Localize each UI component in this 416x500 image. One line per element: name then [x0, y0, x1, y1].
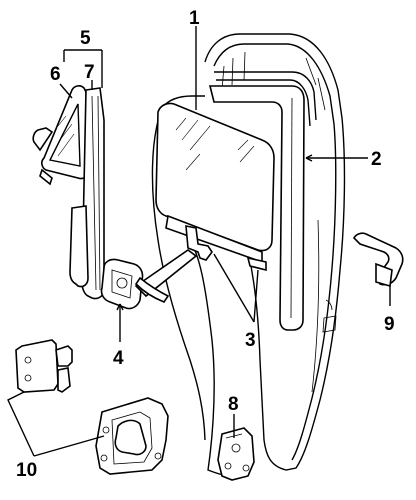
glass-run-channel: [208, 85, 305, 331]
door-latch: [217, 427, 255, 481]
door-glass: [155, 102, 275, 272]
callout-4: 4: [113, 348, 124, 369]
door-hinge-lower: [95, 397, 169, 475]
callout-2: 2: [371, 149, 382, 170]
callout-10: 10: [16, 460, 37, 481]
callout-9: 9: [384, 314, 395, 335]
leader-lines: [7, 26, 391, 457]
door-hinge-upper: [15, 339, 73, 393]
door-shell: [204, 33, 346, 471]
division-channel: [69, 87, 105, 300]
callout-labels: 1 2 3 4 5 6 7 8 9 10: [16, 8, 395, 481]
door-handle: [353, 232, 404, 288]
vent-window: [32, 85, 89, 186]
callout-7: 7: [84, 62, 95, 83]
callout-1: 1: [189, 8, 200, 29]
callout-5: 5: [80, 28, 91, 49]
callout-6: 6: [50, 64, 61, 85]
callout-3: 3: [245, 330, 256, 351]
callout-8: 8: [228, 394, 239, 415]
window-regulator: [100, 249, 198, 310]
